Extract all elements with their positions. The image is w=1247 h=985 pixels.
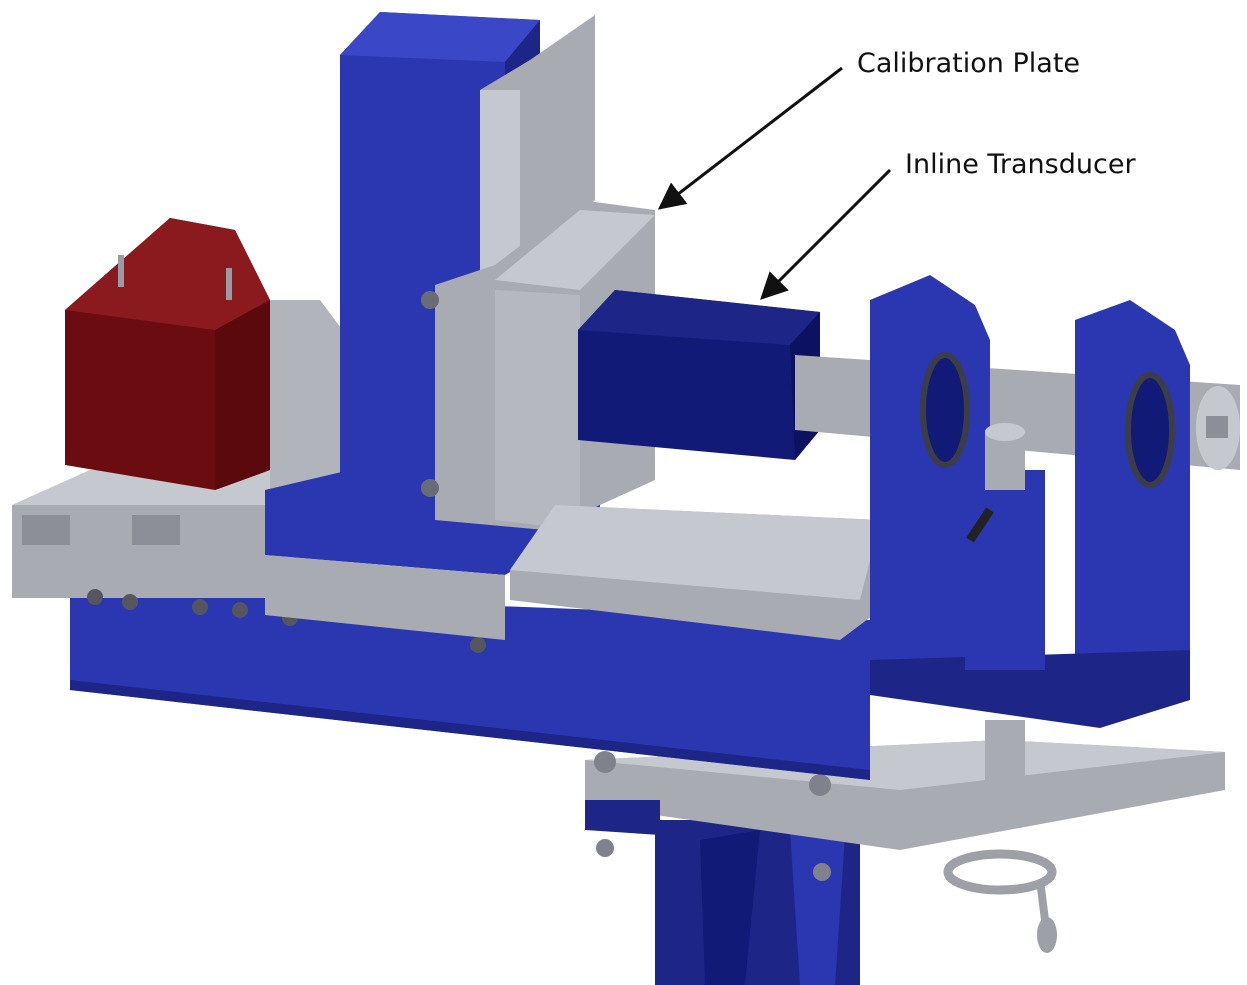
motor-block	[65, 218, 270, 490]
calibration-plate-arrow	[657, 66, 843, 210]
inline-transducer-label: Inline Transducer	[905, 149, 1136, 180]
pedestal-column	[655, 820, 860, 985]
slide-base	[510, 505, 880, 640]
bolt	[809, 774, 831, 796]
inline-transducer-arrow	[760, 168, 892, 300]
handwheel	[943, 849, 1057, 953]
bolt	[596, 839, 614, 857]
calibration-plate-label: Calibration Plate	[857, 48, 1081, 79]
bolt	[594, 751, 616, 773]
lock-cylinder	[965, 423, 1045, 800]
main-beam	[70, 590, 870, 780]
bolt	[813, 863, 831, 881]
bearing-brackets	[870, 275, 1190, 728]
inline-transducer	[578, 290, 820, 460]
calibration-plate	[421, 200, 655, 530]
